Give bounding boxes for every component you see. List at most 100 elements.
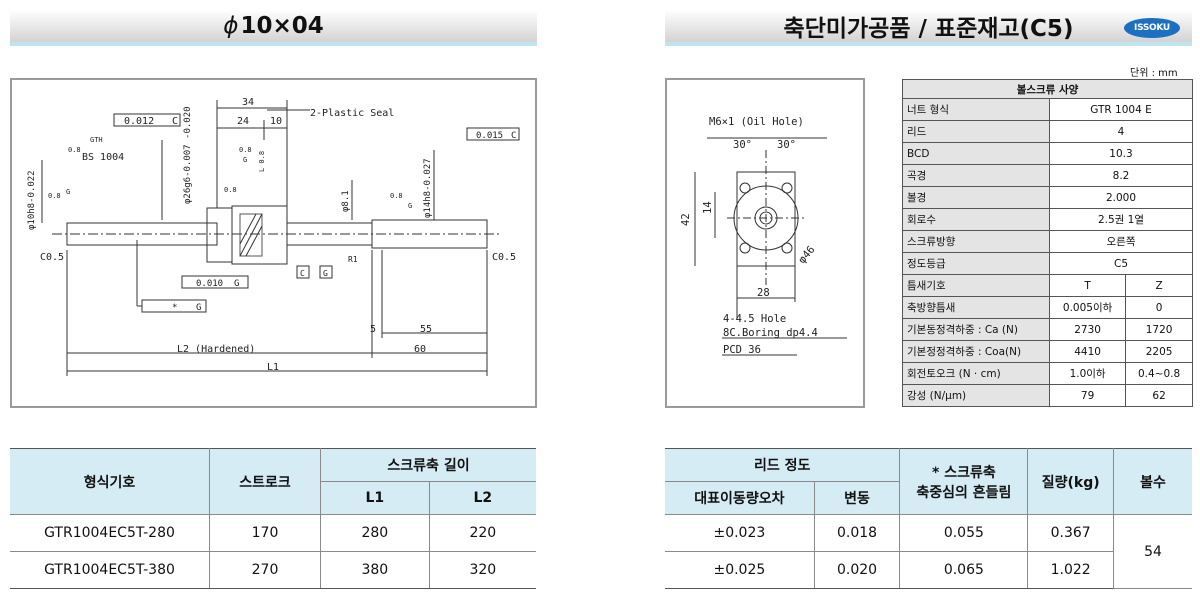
table-row: GTR1004EC5T-380 270 380 320	[10, 551, 536, 589]
header-l2: L2	[429, 481, 536, 515]
drawing-label: BS 1004	[82, 152, 124, 163]
cell-model: GTR1004EC5T-380	[10, 551, 210, 589]
spec-value-z: 2205	[1125, 340, 1193, 363]
phi-symbol: ϕ	[223, 13, 239, 39]
drawing-label: 34	[242, 97, 254, 108]
table-header-row: 형식기호 스트로크 스크류축 길이	[10, 448, 536, 515]
drawing-label: φ46	[796, 244, 817, 266]
header-l1: L1	[320, 481, 430, 515]
drawing-label: 0.8	[390, 192, 403, 200]
spec-key: 회로수	[902, 208, 1050, 231]
drawing-label: L1	[267, 362, 279, 373]
spec-title: 볼스크류 사양	[902, 79, 1193, 99]
drawing-label: 0.8	[48, 192, 61, 200]
shaft-drawing-svg: 0.012 C 34 24 10 2-Plastic Seal GTH 0.8 …	[27, 97, 520, 376]
header-runout-line1: * 스크류축	[932, 464, 996, 481]
spec-value: 4	[1049, 120, 1193, 143]
drawing-label: 0.8	[68, 146, 81, 154]
drawing-label: 28	[757, 287, 770, 299]
drawing-label: 24	[237, 116, 249, 127]
spec-value: GTR 1004 E	[1049, 98, 1193, 121]
drawing-label: 14	[702, 201, 714, 214]
product-table: 형식기호 스트로크 스크류축 길이 L1 L2 GTR1004EC5T-280 …	[10, 448, 536, 589]
table-header-row: 리드 정도 * 스크류축 축중심의 흔들림 질량(kg) 볼수	[665, 448, 1192, 515]
header-runout: * 스크류축 축중심의 흔들림	[899, 448, 1029, 515]
header-title-left: 10×04	[240, 13, 324, 39]
drawing-label: 10	[270, 116, 282, 127]
header-mass: 질량(kg)	[1027, 448, 1114, 515]
spec-value-t: T	[1048, 274, 1127, 297]
drawing-label: φ26g6-0.007 -0.020	[183, 106, 193, 204]
drawing-label: 0.8	[224, 186, 237, 194]
header-title-right: 축단미가공품 / 표준재고(C5)	[783, 16, 1074, 42]
spec-key: 정도등급	[902, 252, 1050, 275]
drawing-label: 0.012	[124, 116, 154, 127]
drawing-label: M6×1 (Oil Hole)	[709, 116, 804, 128]
drawing-label: C0.5	[40, 252, 64, 263]
spec-value: 2.5권 1열	[1049, 208, 1193, 231]
cell-variation: 0.018	[814, 514, 901, 552]
header-stroke: 스트로크	[209, 448, 321, 515]
cell-model: GTR1004EC5T-280	[10, 514, 210, 552]
drawing-label: C	[172, 116, 178, 127]
header-lead-accuracy: 리드 정도	[665, 448, 901, 482]
drawing-label: φ14h8-0.027	[423, 158, 433, 218]
table-row: ±0.023 0.018 0.055 0.367 54	[665, 514, 1192, 589]
drawing-label: 55	[420, 324, 432, 335]
spec-value-t: 4410	[1048, 340, 1127, 363]
spec-value-z: 1720	[1125, 318, 1193, 341]
brand-logo: ISSOKU	[1124, 18, 1180, 38]
drawing-label: 60	[414, 344, 426, 355]
drawing-label: G	[196, 303, 201, 313]
spec-value: 10.3	[1049, 142, 1193, 165]
cell-l2: 220	[429, 514, 536, 552]
spec-key: 기본동정격하중 : Ca (N)	[902, 318, 1050, 341]
drawing-label: G	[234, 279, 239, 289]
drawing-label: 2-Plastic Seal	[310, 108, 394, 119]
unit-label: 단위 : mm	[1130, 68, 1178, 79]
drawing-label: 4-4.5 Hole	[723, 313, 786, 325]
drawing-label: G	[243, 156, 247, 164]
cell-representative-error: ±0.023	[665, 514, 815, 552]
spec-value: 2.000	[1049, 186, 1193, 209]
spec-value: 8.2	[1049, 164, 1193, 187]
spec-key: 볼경	[902, 186, 1050, 209]
nut-drawing-svg: M6×1 (Oil Hole) 30° 30° 42 14 φ46 28 4-4…	[680, 116, 847, 356]
drawing-label: *	[172, 303, 177, 313]
spec-key: 스크류방향	[902, 230, 1050, 253]
header-representative-error: 대표이동량오차	[665, 481, 815, 515]
spec-key: 리드	[902, 120, 1050, 143]
spec-key: 축방향틈새	[902, 296, 1050, 319]
header-ball-count: 볼수	[1113, 448, 1192, 515]
drawing-label: G	[323, 269, 328, 278]
drawing-label: C0.5	[492, 252, 516, 263]
drawing-label: L2 (Hardened)	[177, 344, 255, 355]
table-row: GTR1004EC5T-280 170 280 220	[10, 514, 536, 552]
cell-representative-error: ±0.025	[665, 551, 815, 589]
drawing-label: 0.010	[196, 279, 223, 289]
spec-value-z: 0	[1125, 296, 1193, 319]
spec-value-t: 0.005이하	[1048, 296, 1127, 319]
header-screw-length: 스크류축 길이	[320, 448, 536, 482]
drawing-label: 5	[370, 324, 376, 335]
drawing-label: C	[511, 131, 516, 141]
cell-l1: 380	[320, 551, 430, 589]
spec-value: C5	[1049, 252, 1193, 275]
cell-l1: 280	[320, 514, 430, 552]
spec-key: 기본정정격하중 : Coa(N)	[902, 340, 1050, 363]
header-model: 형식기호	[10, 448, 210, 515]
spec-value-t: 1.0이하	[1048, 362, 1127, 385]
spec-value: 오른쪽	[1049, 230, 1193, 253]
shaft-drawing: 0.012 C 34 24 10 2-Plastic Seal GTH 0.8 …	[10, 78, 537, 408]
drawing-label: 42	[680, 213, 692, 226]
